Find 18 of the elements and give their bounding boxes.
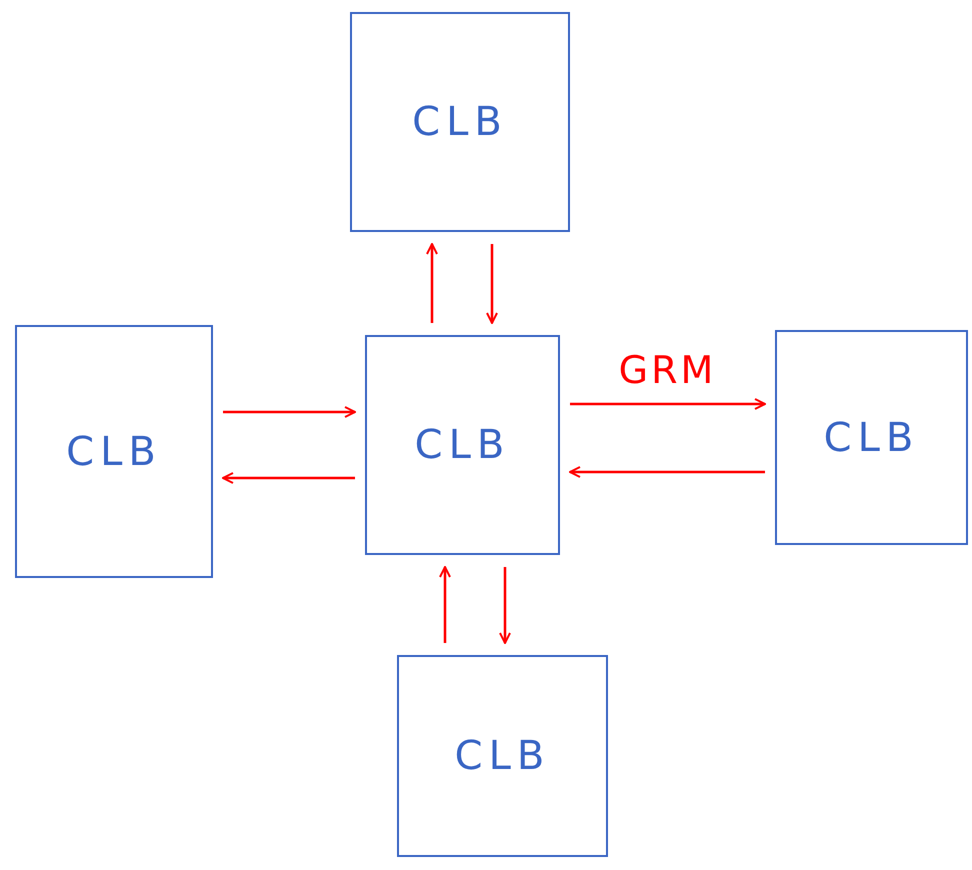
block-label: CLB [412, 99, 508, 145]
logic-block-box [365, 335, 560, 555]
logic-block-box [397, 655, 608, 857]
arrow [570, 398, 766, 410]
logic-block-box [15, 325, 213, 578]
block-label: CLB [66, 428, 162, 474]
arrow [222, 472, 355, 484]
logic-block-box [775, 330, 968, 545]
arrow [426, 243, 438, 323]
arrow [223, 406, 356, 418]
arrow [439, 566, 451, 643]
arrow [486, 244, 498, 324]
arrow [499, 567, 511, 644]
block-label: CLB [414, 422, 510, 468]
logic-block-box [350, 12, 570, 232]
block-label: CLB [824, 414, 920, 460]
arrow [569, 466, 765, 478]
block-label: CLB [454, 733, 550, 779]
